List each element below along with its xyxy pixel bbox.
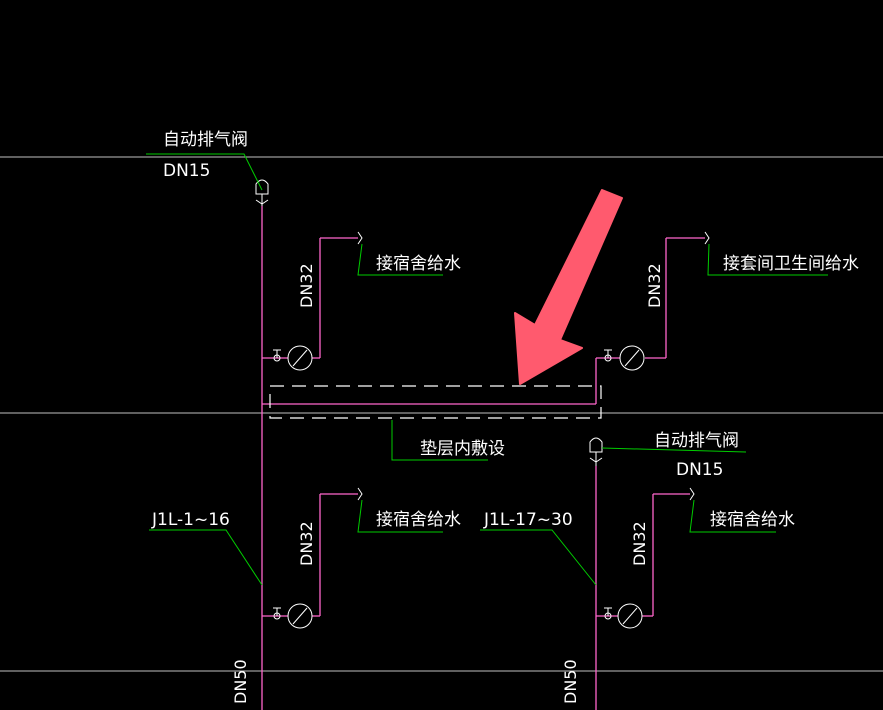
air-valve-top-icon	[255, 179, 269, 206]
label-riser-1-16: J1L-1~16	[151, 510, 230, 530]
label-dn32-a: DN32	[297, 263, 316, 308]
valve-meter-lower-left	[273, 603, 313, 629]
branch-lower-left	[262, 487, 363, 617]
valve-meter-lower-right	[604, 603, 643, 629]
annotation-arrow-icon	[514, 189, 623, 385]
label-air-valve-right: 自动排气阀	[654, 431, 739, 451]
air-valve-right-icon	[589, 437, 603, 466]
cushion-layer-box	[269, 385, 602, 419]
label-dn32-b: DN32	[645, 263, 664, 308]
label-dn50-b: DN50	[561, 659, 580, 704]
label-dorm-supply-1: 接宿舍给水	[376, 254, 461, 274]
label-dorm-supply-3: 接宿舍给水	[710, 510, 795, 530]
label-suite-bath-supply: 接套间卫生间给水	[723, 254, 859, 274]
leader-lines	[146, 153, 828, 586]
label-dn32-c: DN32	[297, 521, 316, 566]
branch-lower-right	[596, 487, 695, 617]
valve-meter-upper-right	[604, 345, 645, 371]
label-dn15-right: DN15	[676, 460, 723, 480]
branch-upper-left	[262, 231, 363, 359]
label-dn32-d: DN32	[630, 521, 649, 566]
valve-meter-upper-left	[273, 345, 313, 371]
label-air-valve-top: 自动排气阀	[163, 130, 248, 150]
label-dorm-supply-2: 接宿舍给水	[376, 510, 461, 530]
label-cushion-layer: 垫层内敷设	[420, 439, 505, 459]
label-dn50-a: DN50	[231, 659, 250, 704]
label-dn15-top: DN15	[163, 161, 210, 181]
label-riser-17-30: J1L-17~30	[483, 510, 573, 530]
